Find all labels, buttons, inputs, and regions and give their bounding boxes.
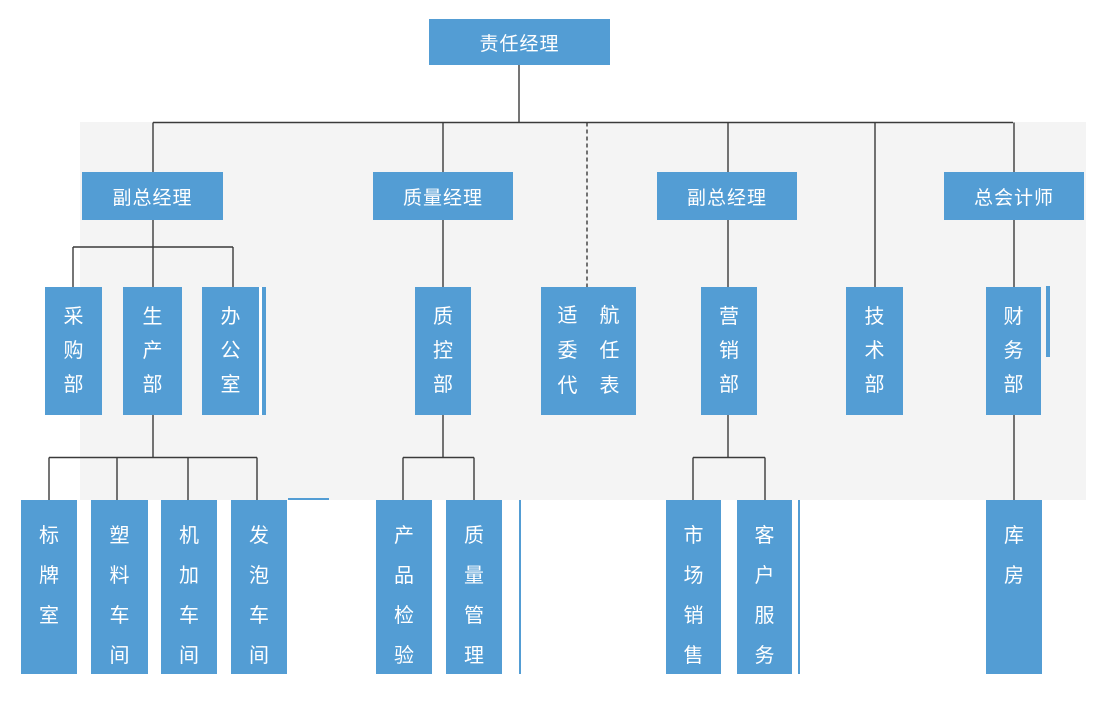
- blue-vline-quality-mgmt: [519, 500, 521, 674]
- org-node-bgs: 办 公 室: [202, 287, 259, 415]
- org-node-vgm1: 副总经理: [82, 172, 223, 220]
- org-node-cpjy: 产 品 检 验: [376, 500, 432, 674]
- org-node-label: 责任经理: [479, 33, 560, 55]
- org-node-yx: 营 销 部: [701, 287, 757, 415]
- org-node-cg: 采 购 部: [45, 287, 102, 415]
- blue-hline-foam-workshop: [288, 498, 329, 500]
- org-node-label: 质 量 管 理: [464, 525, 484, 667]
- org-node-label: 市 场 销 售: [683, 525, 704, 667]
- org-node-label: 塑 料 车 间: [109, 525, 130, 667]
- org-node-khfw: 客 户 服 务: [737, 500, 792, 674]
- org-node-label: 库 房: [1004, 525, 1024, 587]
- org-node-jj: 机 加 车 间: [161, 500, 217, 674]
- org-node-label: 采 购 部: [63, 306, 84, 396]
- org-node-label: 技 术 部: [864, 306, 885, 396]
- org-node-ca: 总会计师: [944, 172, 1084, 220]
- org-node-label: 机 加 车 间: [179, 525, 199, 667]
- org-node-fp: 发 泡 车 间: [231, 500, 287, 674]
- org-node-qm: 质量经理: [373, 172, 513, 220]
- org-node-label: 营 销 部: [719, 306, 739, 396]
- org-node-bp: 标 牌 室: [21, 500, 77, 674]
- blue-stripe-finance: [1046, 286, 1050, 357]
- org-node-vgm2: 副总经理: [657, 172, 797, 220]
- org-node-sh: 适 委 代航 任 表: [541, 287, 636, 415]
- org-node-label: 副总经理: [112, 187, 193, 209]
- org-node-label: 产 品 检 验: [394, 525, 414, 667]
- org-node-label: 财 务 部: [1003, 306, 1024, 396]
- org-node-label: 质 控 部: [433, 306, 453, 396]
- blue-stripe-office: [262, 287, 266, 415]
- org-node-cw: 财 务 部: [986, 287, 1041, 415]
- org-node-label-column: 适 委 代: [557, 304, 578, 397]
- org-node-label: 办 公 室: [220, 306, 241, 396]
- org-node-label: 客 户 服 务: [754, 525, 775, 667]
- org-node-gm: 责任经理: [429, 19, 610, 65]
- blue-vline-customer-service: [798, 500, 800, 674]
- org-node-sl: 塑 料 车 间: [91, 500, 148, 674]
- org-node-label-column: 航 任 表: [599, 304, 620, 397]
- org-node-label: 副总经理: [686, 187, 767, 209]
- org-node-label: 总会计师: [973, 187, 1054, 209]
- org-node-zk: 质 控 部: [415, 287, 471, 415]
- org-node-label: 发 泡 车 间: [249, 525, 269, 667]
- org-node-scxs: 市 场 销 售: [666, 500, 721, 674]
- org-node-js: 技 术 部: [846, 287, 903, 415]
- org-node-label: 质量经理: [402, 187, 483, 209]
- org-node-zlgl: 质 量 管 理: [446, 500, 502, 674]
- org-node-kf: 库 房: [986, 500, 1042, 674]
- white-slit-artifact: [259, 287, 262, 415]
- org-node-label: 标 牌 室: [39, 525, 59, 627]
- org-node-label: 生 产 部: [142, 306, 163, 396]
- org-node-sc: 生 产 部: [123, 287, 182, 415]
